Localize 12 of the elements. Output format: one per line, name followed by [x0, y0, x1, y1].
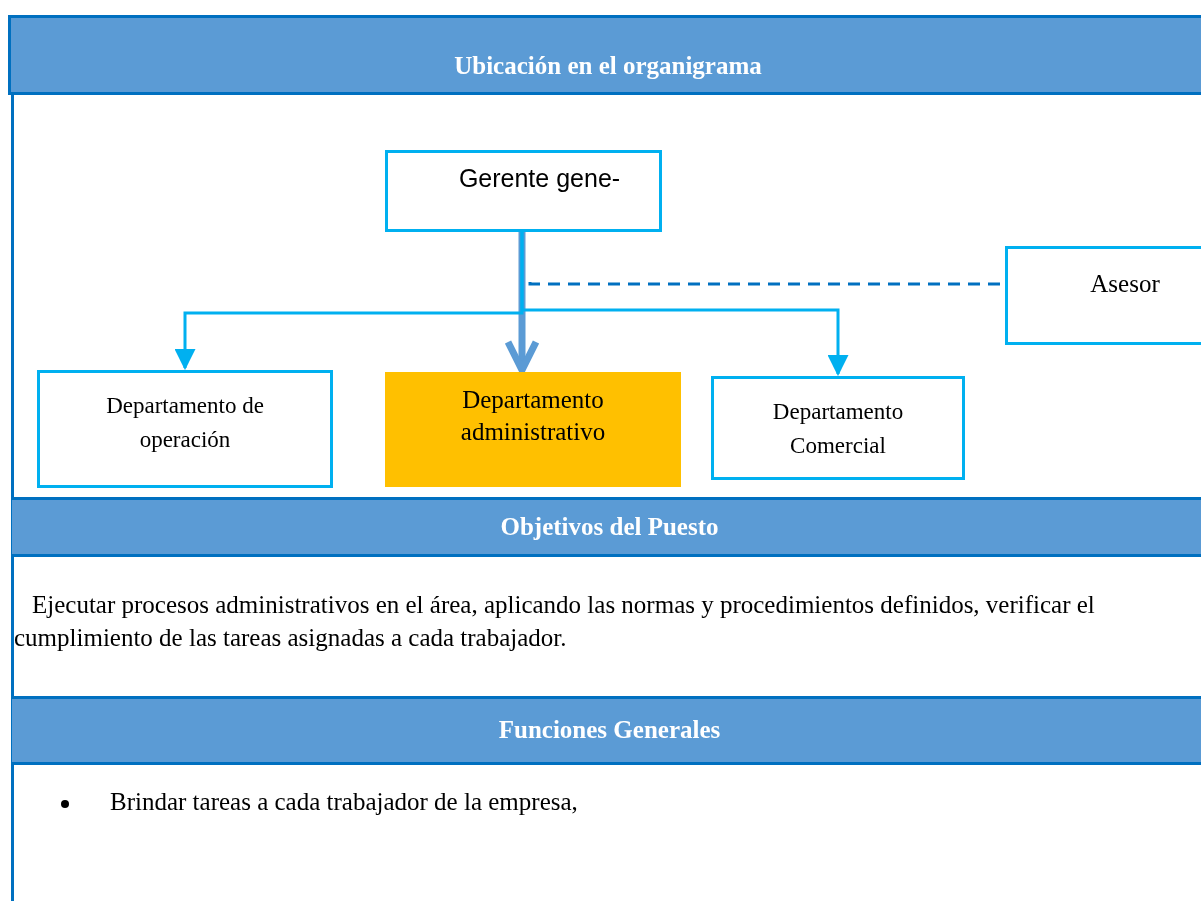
- section-header: Objetivos del Puesto: [12, 497, 1201, 557]
- arrow: [520, 232, 849, 377]
- arrow: [504, 232, 540, 374]
- objective-paragraph: Ejecutar procesos administrativos en el área, aplicando las normas y procedimientos definidos, verificar el cumplimiento de las tareas asignadas a cada trabajador.: [14, 590, 1096, 653]
- highlighted-org-box: Departamento administrativo: [385, 372, 681, 487]
- function-item: Brindar tareas a cada trabajador de la empresa,: [110, 787, 578, 817]
- section-header: Ubicación en el organigrama: [8, 15, 1201, 95]
- section-header: Funciones Generales: [12, 696, 1201, 765]
- org-box: Departamento de operación: [37, 370, 333, 488]
- org-box: Gerente gene-: [385, 150, 662, 232]
- org-box: Asesor: [1005, 246, 1201, 345]
- org-box: Departamento Comercial: [711, 376, 965, 480]
